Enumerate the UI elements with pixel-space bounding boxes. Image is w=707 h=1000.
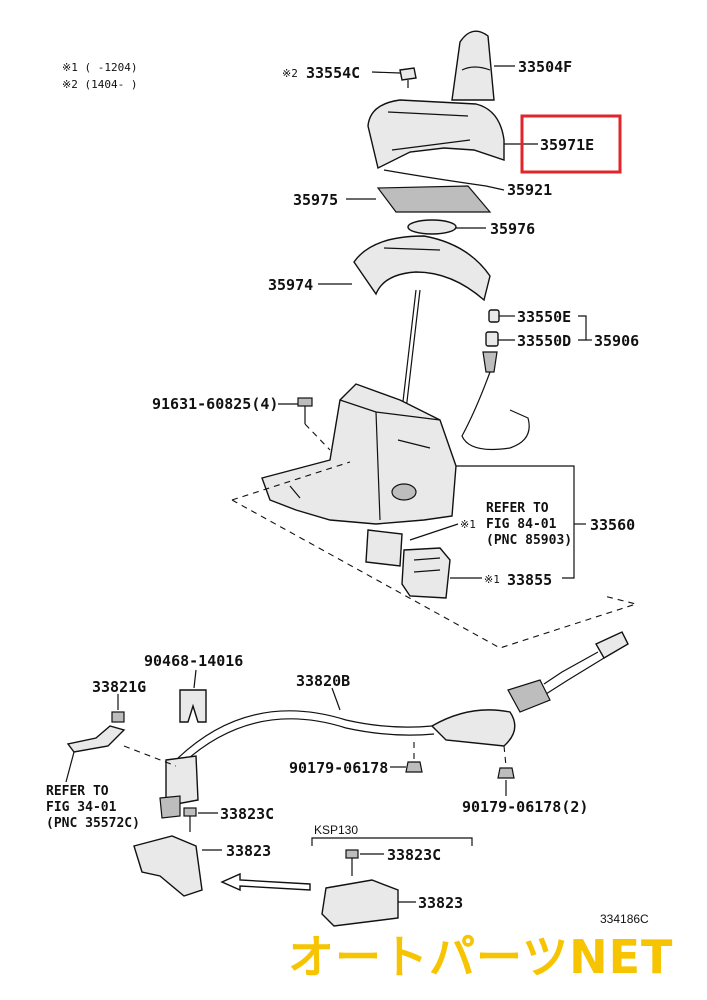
bracket-33821g	[66, 711, 126, 753]
refer-lower-line1: REFER TO	[46, 784, 109, 799]
label-90468: 90468-14016	[144, 652, 243, 670]
cable-33820b	[177, 710, 433, 759]
label-35921: 35921	[507, 181, 552, 199]
nut-90179-b	[497, 767, 515, 779]
cable-end-right	[430, 631, 629, 747]
refer-lower-line3: (PNC 35572C)	[46, 816, 140, 831]
shift-lever-assembly-33560	[261, 383, 457, 525]
label-35976: 35976	[490, 220, 535, 238]
refer-upper-line3: (PNC 85903)	[486, 533, 572, 548]
bolt-91631	[297, 397, 313, 424]
mark-33855: ※1	[484, 573, 500, 586]
bracket-33823-b	[321, 879, 399, 927]
label-35906: 35906	[594, 332, 639, 350]
note-2: ※2 (1404- )	[62, 78, 137, 91]
label-33821g: 33821G	[92, 678, 146, 696]
nut-90179-a	[405, 761, 423, 773]
refer-lower-line2: FIG 34-01	[46, 800, 117, 815]
label-33550d: 33550D	[517, 332, 571, 350]
clip-90468	[179, 689, 207, 723]
indicator-housing-35974	[353, 235, 491, 302]
highlight-box-35971e	[520, 114, 622, 174]
label-33823c-b: 33823C	[387, 846, 441, 864]
refer-upper-mark: ※1	[460, 518, 476, 531]
label-35971e: 35971E	[540, 136, 594, 154]
clip-33554c	[399, 67, 417, 88]
bolt-33823c-b	[345, 849, 359, 876]
unit-33855	[401, 547, 451, 599]
note-1: ※1 ( -1204)	[62, 61, 137, 74]
plate-35975	[376, 185, 492, 213]
label-33823c-a: 33823C	[220, 805, 274, 823]
arrow-icon	[220, 872, 311, 892]
label-33823-b: 33823	[418, 894, 463, 912]
label-90179-b: 90179-06178(2)	[462, 798, 588, 816]
socket-33550d	[485, 331, 499, 347]
label-35974: 35974	[268, 276, 313, 294]
figure-code: 334186C	[600, 912, 649, 926]
label-33554c: 33554C	[306, 64, 360, 82]
label-33550e: 33550E	[517, 308, 571, 326]
shift-lever-rod	[401, 289, 417, 411]
label-33823-a: 33823	[226, 842, 271, 860]
refer-upper-line1: REFER TO	[486, 501, 549, 516]
refer-upper-line2: FIG 84-01	[486, 517, 557, 532]
bolt-33823c-a	[183, 807, 197, 832]
bracket-33823-a	[133, 835, 203, 897]
label-33504f: 33504F	[518, 58, 572, 76]
label-90179-a: 90179-06178	[289, 759, 388, 777]
label-33560: 33560	[590, 516, 635, 534]
shift-knob	[451, 30, 495, 101]
mark-33554c: ※2	[282, 67, 298, 80]
module-refer	[365, 529, 403, 567]
disk-35976	[407, 219, 457, 235]
label-33855: 33855	[507, 571, 552, 589]
console-cover	[367, 99, 505, 170]
label-33820b: 33820B	[296, 672, 350, 690]
watermark-logo: オートパーツNET	[288, 930, 674, 984]
cable-boot	[165, 755, 199, 807]
label-91631: 91631-60825(4)	[152, 395, 278, 413]
bulb-33550e	[488, 309, 500, 323]
label-35975: 35975	[293, 191, 338, 209]
variant-label: KSP130	[314, 823, 358, 837]
cable-35906	[461, 371, 530, 451]
